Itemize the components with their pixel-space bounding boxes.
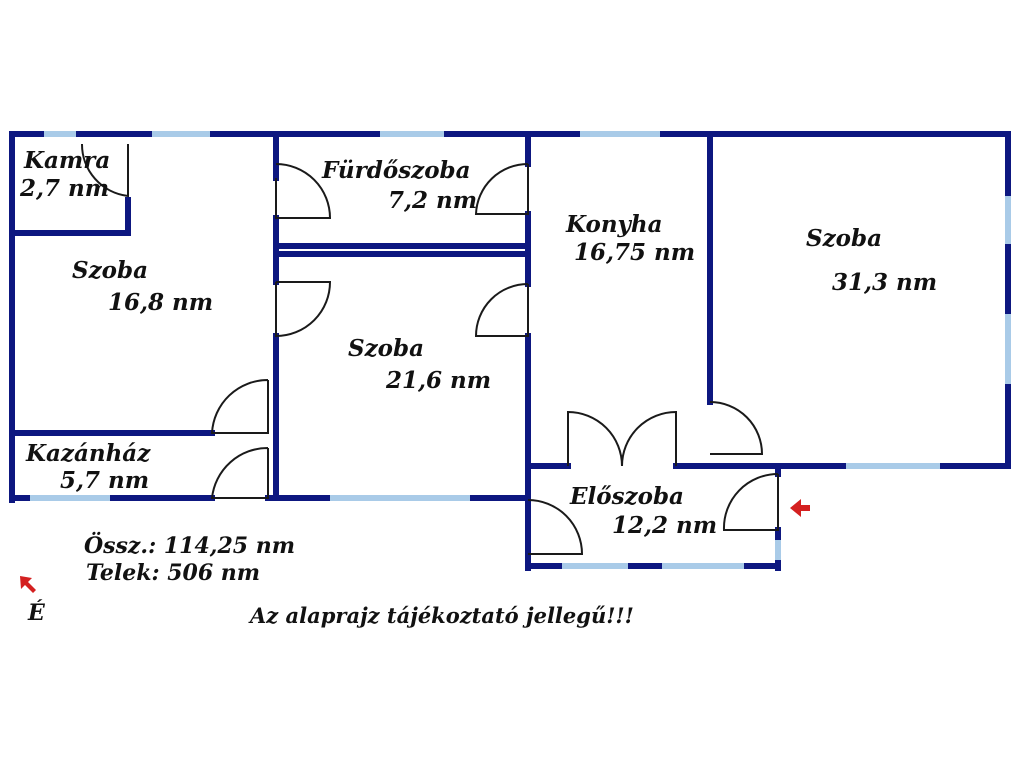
- walls: [9, 131, 1011, 571]
- door-kamra: [80, 143, 129, 198]
- door-outside-left: [210, 446, 269, 499]
- north-arrow-icon: [20, 576, 36, 593]
- doors: [80, 143, 779, 555]
- room-eloszoba-area: 12,2 nm: [612, 512, 717, 539]
- room-kamra-name: Kamra: [23, 147, 110, 174]
- disclaimer-note: Az alaprajz tájékoztató jellegű!!!: [248, 603, 634, 628]
- door-double-right: [621, 410, 677, 467]
- room-konyha-name: Konyha: [565, 211, 663, 238]
- door-hall-left: [527, 499, 584, 555]
- room-szoba-left-name: Szoba: [72, 257, 148, 284]
- door-bath-left: [275, 163, 332, 219]
- door-kazanhaz: [210, 378, 269, 434]
- windows: [30, 131, 1011, 569]
- entrance-arrow-icon: [790, 499, 810, 517]
- room-szoba-middle-area: 21,6 nm: [385, 367, 491, 394]
- room-szoba-large-name: Szoba: [806, 225, 882, 252]
- room-kazanhaz-name: Kazánház: [25, 440, 151, 467]
- door-entrance: [722, 473, 779, 531]
- room-kazanhaz-area: 5,7 nm: [60, 467, 149, 494]
- room-szoba-large-area: 31,3 nm: [832, 269, 937, 296]
- summary-total: Össz.: 114,25 nm: [84, 531, 295, 559]
- room-furdoszoba-name: Fürdőszoba: [321, 157, 471, 184]
- door-szoba-large: [709, 401, 764, 455]
- door-double-left: [567, 410, 623, 467]
- room-eloszoba-name: Előszoba: [569, 483, 684, 510]
- room-konyha-area: 16,75 nm: [574, 239, 695, 266]
- door-bath-right: [474, 163, 529, 215]
- door-kitchen: [474, 283, 529, 337]
- door-szoba-left: [275, 281, 332, 338]
- room-szoba-middle-name: Szoba: [348, 335, 424, 362]
- room-kamra-area: 2,7 nm: [19, 175, 109, 202]
- room-furdoszoba-area: 7,2 nm: [388, 187, 477, 214]
- room-szoba-left-area: 16,8 nm: [108, 289, 213, 316]
- summary-plot: Telek: 506 nm: [86, 560, 260, 586]
- north-label: É: [27, 599, 46, 626]
